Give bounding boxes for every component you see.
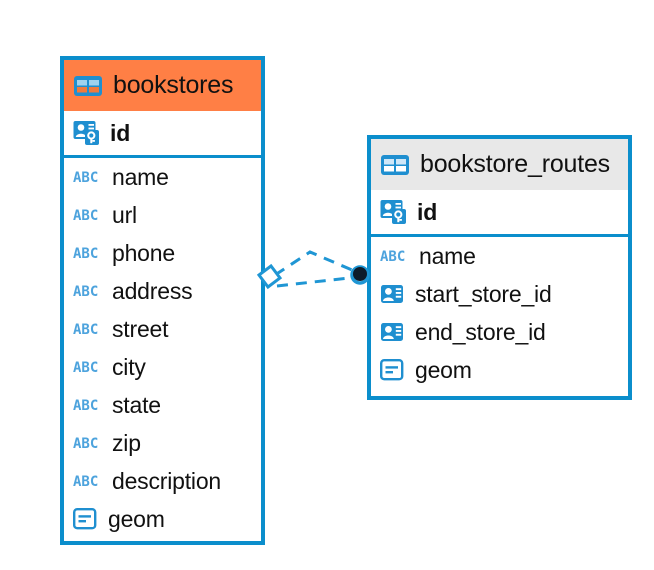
field-row-address[interactable]: ABC address xyxy=(64,272,261,310)
field-row-name[interactable]: ABC name xyxy=(371,237,628,275)
abc-text-icon: ABC xyxy=(73,169,103,186)
primary-key-icon xyxy=(380,199,408,225)
field-label: id xyxy=(110,119,131,146)
relationship-source-diamond-endpoint[interactable] xyxy=(256,263,283,290)
entity-bookstore-routes[interactable]: bookstore_routes id xyxy=(367,135,632,400)
field-label: url xyxy=(112,201,137,228)
field-label: description xyxy=(112,467,222,494)
field-label: city xyxy=(112,353,146,380)
field-row-geom[interactable]: geom xyxy=(371,351,628,389)
svg-text:ABC: ABC xyxy=(73,474,98,489)
svg-text:ABC: ABC xyxy=(73,246,98,261)
field-label: street xyxy=(112,315,169,342)
abc-text-icon: ABC xyxy=(73,245,103,262)
field-row-geom[interactable]: geom xyxy=(64,500,261,538)
primary-key-icon xyxy=(73,120,101,146)
foreign-key-icon xyxy=(380,283,406,305)
svg-text:ABC: ABC xyxy=(73,436,98,451)
field-row-phone[interactable]: ABC phone xyxy=(64,234,261,272)
field-row-url[interactable]: ABC url xyxy=(64,196,261,234)
abc-text-icon: ABC xyxy=(380,248,410,265)
geometry-icon xyxy=(73,507,99,531)
field-row-zip[interactable]: ABC zip xyxy=(64,424,261,462)
entity-header-bookstore-routes[interactable]: bookstore_routes xyxy=(371,139,628,190)
table-icon xyxy=(380,153,410,177)
entity-title: bookstores xyxy=(113,71,234,99)
field-row-name[interactable]: ABC name xyxy=(64,158,261,196)
svg-text:ABC: ABC xyxy=(73,208,98,223)
svg-text:ABC: ABC xyxy=(73,398,98,413)
field-row-city[interactable]: ABC city xyxy=(64,348,261,386)
field-label: address xyxy=(112,277,193,304)
field-label: name xyxy=(112,163,169,190)
field-label: geom xyxy=(108,505,165,532)
field-label: state xyxy=(112,391,161,418)
field-row-state[interactable]: ABC state xyxy=(64,386,261,424)
field-label: name xyxy=(419,242,476,269)
entity-header-bookstores[interactable]: bookstores xyxy=(64,60,261,111)
abc-text-icon: ABC xyxy=(73,283,103,300)
table-icon xyxy=(73,74,103,98)
abc-text-icon: ABC xyxy=(73,473,103,490)
abc-text-icon: ABC xyxy=(73,435,103,452)
field-row-street[interactable]: ABC street xyxy=(64,310,261,348)
field-row-primary-key[interactable]: id xyxy=(64,111,261,155)
field-label: zip xyxy=(112,429,141,456)
relationship-line-lower[interactable] xyxy=(276,275,359,288)
relationship-target-circle-endpoint[interactable] xyxy=(350,265,370,285)
relationship-connector[interactable] xyxy=(255,240,380,315)
field-label: geom xyxy=(415,356,472,383)
svg-text:ABC: ABC xyxy=(73,170,98,185)
geometry-icon xyxy=(380,358,406,382)
relationship-line-upper[interactable] xyxy=(274,250,360,277)
entity-bookstores[interactable]: bookstores id xyxy=(60,56,265,545)
foreign-key-icon xyxy=(380,321,406,343)
field-label: start_store_id xyxy=(415,280,552,307)
field-label: id xyxy=(417,198,438,225)
abc-text-icon: ABC xyxy=(73,321,103,338)
entity-title: bookstore_routes xyxy=(420,150,610,178)
field-row-start-store-id[interactable]: start_store_id xyxy=(371,275,628,313)
svg-text:ABC: ABC xyxy=(73,284,98,299)
svg-text:ABC: ABC xyxy=(380,249,405,264)
field-label: phone xyxy=(112,239,175,266)
svg-text:ABC: ABC xyxy=(73,322,98,337)
field-row-end-store-id[interactable]: end_store_id xyxy=(371,313,628,351)
svg-text:ABC: ABC xyxy=(73,360,98,375)
field-label: end_store_id xyxy=(415,318,546,345)
primary-key-divider xyxy=(371,234,628,237)
primary-key-divider xyxy=(64,155,261,158)
abc-text-icon: ABC xyxy=(73,397,103,414)
abc-text-icon: ABC xyxy=(73,359,103,376)
field-row-description[interactable]: ABC description xyxy=(64,462,261,500)
abc-text-icon: ABC xyxy=(73,207,103,224)
field-row-primary-key[interactable]: id xyxy=(371,190,628,234)
